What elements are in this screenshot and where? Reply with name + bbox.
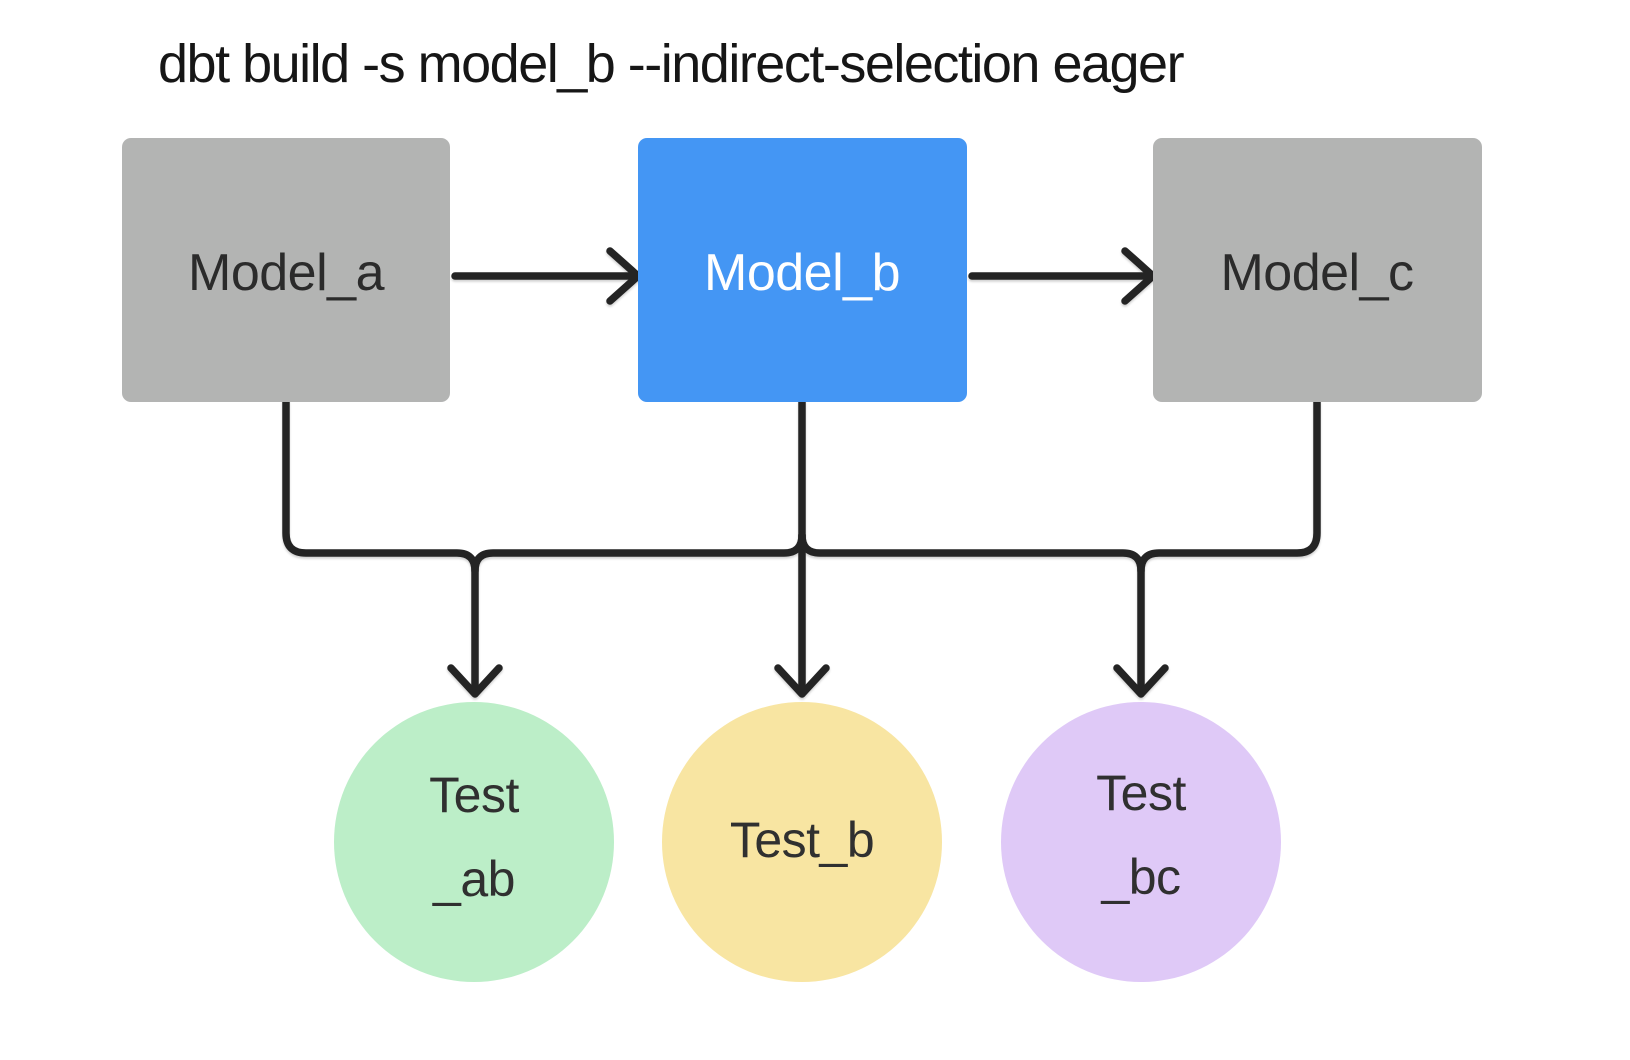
- model-c-node: Model_c: [1153, 138, 1482, 402]
- arrowhead-test-b-icon: [774, 664, 830, 698]
- test-ab-circle: [334, 702, 614, 982]
- test-bc-circle: [1001, 702, 1281, 982]
- edge-model-c-to-test-bc: [1137, 398, 1321, 696]
- test-b-node: Test_b: [662, 702, 942, 982]
- arrowhead-test-ab-icon: [447, 664, 503, 698]
- test-bc-label-line1: Test: [1096, 765, 1186, 821]
- command-title: dbt build -s model_b --indirect-selectio…: [158, 34, 1185, 94]
- model-b-node: Model_b: [638, 138, 967, 402]
- test-bc-label-line2: _bc: [1100, 849, 1180, 905]
- model-a-label: Model_a: [188, 244, 385, 302]
- edge-bus-right-segment: [798, 531, 1145, 575]
- test-ab-label-line2: _ab: [432, 851, 515, 907]
- arrowhead-test-bc-icon: [1113, 664, 1169, 698]
- test-ab-node: Test _ab: [334, 702, 614, 982]
- test-b-circle: [662, 702, 942, 982]
- model-a-node: Model_a: [122, 138, 450, 402]
- model-b-label: Model_b: [704, 244, 900, 302]
- edge-model-a-to-test-ab: [282, 398, 479, 696]
- test-bc-node: Test _bc: [1001, 702, 1281, 982]
- model-c-label: Model_c: [1220, 244, 1413, 302]
- test-b-label: Test_b: [730, 812, 874, 868]
- model-b-box: [638, 138, 967, 402]
- edges-group: [282, 247, 1321, 698]
- model-c-box: [1153, 138, 1482, 402]
- test-ab-label-line1: Test: [429, 767, 519, 823]
- model-a-box: [122, 138, 450, 402]
- edge-bus-left-segment: [471, 531, 806, 575]
